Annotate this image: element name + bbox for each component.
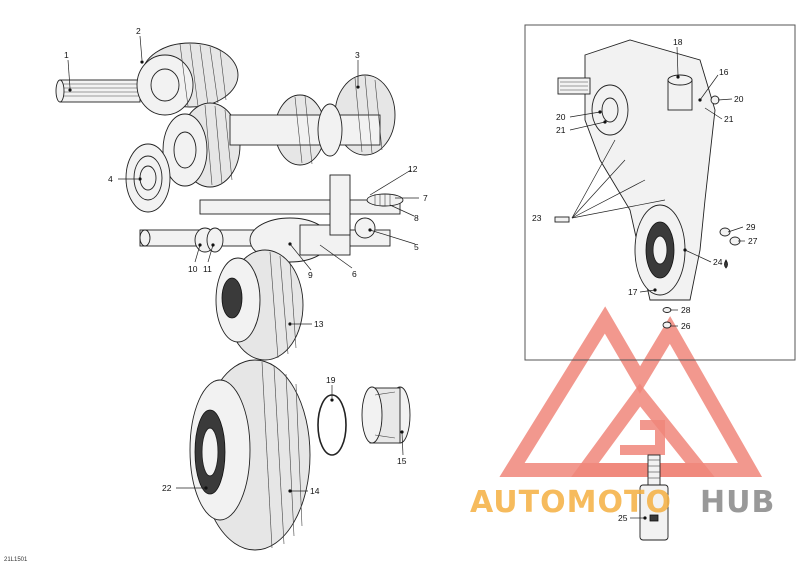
callout-labels: 1 2 3 4 5 6 7 8 9 10 11 12 13 14 15 16 1… — [64, 26, 758, 523]
callout-24: 24 — [713, 257, 723, 267]
callout-4: 4 — [108, 174, 113, 184]
callout-19: 19 — [326, 375, 336, 385]
callout-6: 6 — [352, 269, 357, 279]
callout-27: 27 — [748, 236, 758, 246]
inset-housing-view — [524, 24, 796, 361]
shift-fork-assembly — [139, 174, 404, 263]
callout-11: 11 — [203, 264, 212, 274]
watermark-text-part1: AUTOMOTO — [470, 485, 672, 520]
part-2-gear — [136, 42, 239, 116]
part-14-gear — [189, 359, 311, 551]
callout-25: 25 — [618, 513, 628, 523]
watermark-text: AUTOMOTO HUB — [470, 485, 775, 520]
leader-lines-main — [67, 35, 645, 519]
callout-7: 7 — [423, 193, 428, 203]
callout-15: 15 — [397, 456, 407, 466]
callout-21-left: 21 — [556, 125, 566, 135]
callout-21-right: 21 — [724, 114, 734, 124]
callout-13: 13 — [314, 319, 324, 329]
callout-26: 26 — [681, 321, 691, 331]
callout-9: 9 — [308, 270, 313, 280]
callout-20-right: 20 — [734, 94, 744, 104]
callout-8: 8 — [414, 213, 419, 223]
callout-3: 3 — [355, 50, 360, 60]
callout-18: 18 — [673, 37, 683, 47]
part-19-o-ring — [317, 394, 347, 456]
leader-dots-main — [68, 60, 647, 520]
callout-23: 23 — [532, 213, 542, 223]
callout-12: 12 — [408, 164, 418, 174]
part-3-gear-set — [229, 74, 396, 166]
part-1-input-shaft — [55, 79, 141, 103]
part-13-gear — [215, 249, 304, 361]
callout-20-left: 20 — [556, 112, 566, 122]
callout-1: 1 — [64, 50, 69, 60]
callout-16: 16 — [719, 67, 729, 77]
main-exploded-view — [55, 35, 669, 551]
callout-5: 5 — [414, 242, 419, 252]
part-15-bushing — [361, 386, 411, 444]
callout-10: 10 — [188, 264, 198, 274]
callout-29: 29 — [746, 222, 756, 232]
callout-14: 14 — [310, 486, 320, 496]
callout-22: 22 — [162, 483, 172, 493]
drawing-code: 21L1501 — [4, 557, 28, 563]
watermark-logo — [499, 306, 763, 477]
callout-17: 17 — [628, 287, 638, 297]
part-4-bearing — [125, 143, 171, 213]
part-25-oil-bottle — [639, 454, 669, 541]
oil-drop-icon — [724, 259, 728, 269]
watermark-text-part2: HUB — [700, 485, 775, 520]
callout-28: 28 — [681, 305, 691, 315]
gear-cluster-upper — [162, 102, 241, 188]
callout-2: 2 — [136, 26, 141, 36]
